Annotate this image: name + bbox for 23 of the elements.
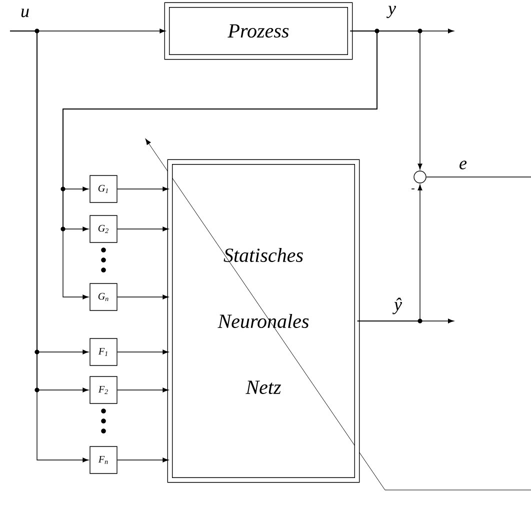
arrow bbox=[10, 30, 88, 462]
filter-box: G$_{n}$ bbox=[90, 283, 118, 311]
process-box: Prozess bbox=[164, 2, 353, 60]
filter-box: G$_{2}$ bbox=[90, 215, 118, 243]
arrow bbox=[117, 294, 168, 300]
filter-box: F$_{n}$ bbox=[90, 446, 118, 474]
summing-junction bbox=[414, 170, 426, 184]
filter-box: G$_{1}$ bbox=[90, 175, 118, 203]
signal-label: y bbox=[386, 6, 396, 18]
signal-label: e bbox=[460, 160, 467, 170]
arrow bbox=[62, 30, 378, 300]
filter-box: F$_{2}$ bbox=[90, 376, 118, 404]
arrow bbox=[117, 226, 168, 232]
signal-label: - bbox=[412, 188, 414, 190]
signal-label: ŷ bbox=[392, 298, 402, 314]
arrow bbox=[117, 458, 168, 462]
signal-label: u bbox=[21, 8, 29, 18]
network-box: Statisches Neuronales Netz bbox=[167, 159, 360, 483]
filter-box: F$_{1}$ bbox=[90, 338, 118, 366]
arrow bbox=[117, 186, 168, 192]
arrow bbox=[357, 184, 422, 322]
arrow bbox=[117, 388, 168, 392]
arrow bbox=[117, 350, 168, 354]
